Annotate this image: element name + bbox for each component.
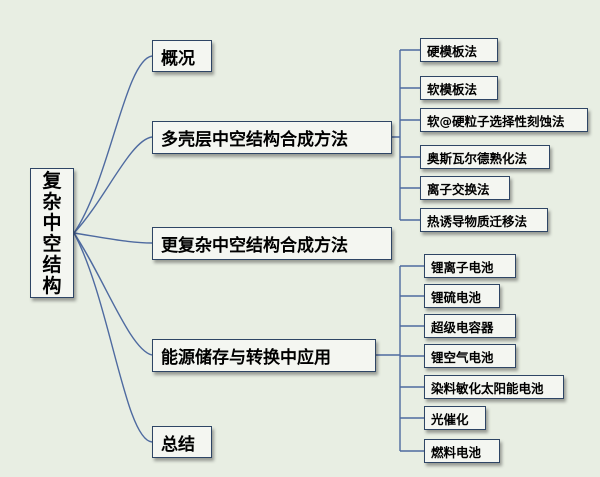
connector-root-overview <box>73 55 153 234</box>
connector-applications-bracket <box>376 265 424 452</box>
method-item: 软@硬粒子选择性刻蚀法 <box>420 108 588 132</box>
method-item: 热诱导物质迁移法 <box>420 208 548 232</box>
branch-energy-applications: 能源储存与转换中应用 <box>152 339 376 372</box>
application-item: 超级电容器 <box>424 314 516 338</box>
method-item: 软模板法 <box>420 76 498 100</box>
root-char: 复 <box>42 170 62 192</box>
application-item: 锂空气电池 <box>424 344 516 368</box>
application-item: 光催化 <box>424 406 486 430</box>
method-item: 奥斯瓦尔德熟化法 <box>420 145 550 169</box>
root-char: 构 <box>42 275 62 297</box>
application-item: 锂离子电池 <box>424 254 516 278</box>
root-char: 中 <box>42 212 62 234</box>
application-item: 燃料电池 <box>424 439 500 463</box>
branch-summary: 总结 <box>152 426 212 458</box>
application-item: 染料敏化太阳能电池 <box>424 375 564 399</box>
connector-root-multishell <box>73 136 153 234</box>
connector-root-energy <box>73 232 153 356</box>
branch-overview: 概况 <box>152 40 212 72</box>
connector-root-summary <box>73 232 153 443</box>
root-char: 杂 <box>42 191 62 213</box>
method-item: 离子交换法 <box>420 176 510 200</box>
application-item: 锂硫电池 <box>424 284 500 308</box>
branch-multishell-methods: 多壳层中空结构合成方法 <box>152 121 392 154</box>
root-node: 复 杂 中 空 结 构 <box>30 168 74 298</box>
method-item: 硬模板法 <box>420 38 498 62</box>
root-char: 空 <box>42 233 62 255</box>
connector-root-complex <box>73 232 153 244</box>
branch-complex-methods: 更复杂中空结构合成方法 <box>152 227 392 260</box>
connector-methods-bracket <box>392 49 420 221</box>
root-char: 结 <box>42 254 62 276</box>
